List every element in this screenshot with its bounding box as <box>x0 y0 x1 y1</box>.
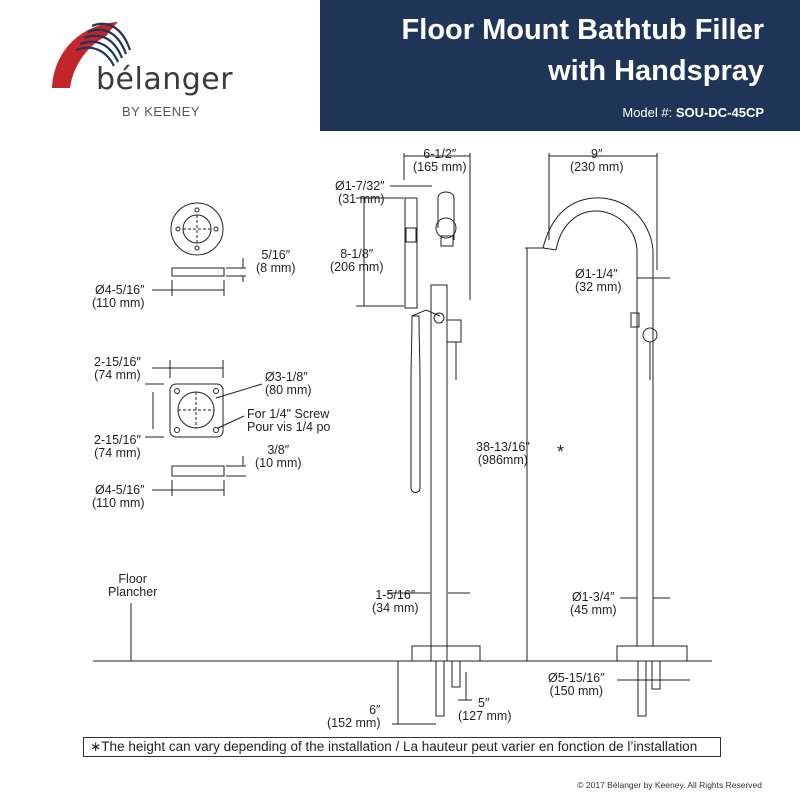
dim-inch: Ø1-1/4″ <box>575 267 618 281</box>
dim-mm: (206 mm) <box>330 260 384 274</box>
dim-mm: (32 mm) <box>575 280 622 294</box>
dim-inch: 8-1/8″ <box>340 247 374 261</box>
dim-base-diameter: Ø4-5/16″ (110 mm) <box>92 484 145 510</box>
front-elevation <box>356 153 481 725</box>
dim-inch: 6-1/2″ <box>423 147 457 161</box>
dim-mm: (31 mm) <box>338 192 385 206</box>
dim-inch: 2-15/16″ <box>94 433 141 447</box>
plate-side-view <box>152 456 246 496</box>
dim-mm: (110 mm) <box>92 296 145 310</box>
dim-plate-thickness: 3/8″ (10 mm) <box>255 444 302 470</box>
dim-inch: 5/16″ <box>261 248 291 262</box>
model-value: SOU-DC-45CP <box>675 105 764 120</box>
dim-mm: (8 mm) <box>256 261 296 275</box>
dim-inch: Ø4-5/16″ <box>94 483 145 497</box>
dim-inch: Ø3-1/8″ <box>265 370 308 384</box>
dim-flange-height: 5/16″ (8 mm) <box>256 249 296 275</box>
dim-handspray-length: 8-1/8″ (206 mm) <box>330 248 383 274</box>
dim-mm: (127 mm) <box>458 709 512 723</box>
dim-overall-height: 38-13/16" (986mm) <box>476 441 530 467</box>
dim-supply-length-5: 5″ (127 mm) <box>458 697 511 723</box>
screw-note: For 1/4" Screw Pour vis 1/4 po <box>247 408 330 434</box>
dim-inch: Ø1-3/4″ <box>571 590 615 604</box>
dim-mm: (230 mm) <box>570 160 624 174</box>
dim-inch: 2-15/16″ <box>94 355 141 369</box>
dim-inch: Ø1-7/32″ <box>335 179 385 193</box>
brand-name: bélanger <box>96 62 234 97</box>
dim-flange-diameter: Ø4-5/16″ (110 mm) <box>92 284 145 310</box>
floor-label-fr: Plancher <box>108 585 158 599</box>
floor-label-en: Floor <box>118 572 147 586</box>
dim-plate-height: 2-15/16″ (74 mm) <box>94 434 141 460</box>
title-line-1: Floor Mount Bathtub Filler <box>401 14 764 46</box>
dim-mm: (986mm) <box>477 453 528 467</box>
dim-mm: (74 mm) <box>94 368 141 382</box>
mounting-plate <box>145 360 263 438</box>
screw-note-en: For 1/4" Screw <box>247 407 330 421</box>
floor-label: Floor Plancher <box>108 573 157 599</box>
dim-hole-diameter: Ø3-1/8″ (80 mm) <box>265 371 312 397</box>
dim-overall-width: 6-1/2″ (165 mm) <box>413 148 466 174</box>
dim-inch: Ø4-5/16″ <box>94 283 145 297</box>
dim-mm: (152 mm) <box>327 716 381 730</box>
dim-supply-length-6: 6″ (152 mm) <box>327 704 380 730</box>
dim-mm: (165 mm) <box>413 160 467 174</box>
copyright: © 2017 Bélanger by Keeney. All Rights Re… <box>577 780 762 790</box>
dim-riser-diameter-front: 1-5/16″ (34 mm) <box>372 589 419 615</box>
dim-inch: Ø5-15/16″ <box>548 671 605 685</box>
dim-handspray-diameter: Ø1-7/32″ (31 mm) <box>335 180 385 206</box>
height-note: ∗The height can vary depending of the in… <box>83 737 721 757</box>
dim-mm: (110 mm) <box>92 496 145 510</box>
dim-baseplate-diameter: Ø5-15/16″ (150 mm) <box>548 672 605 698</box>
dim-mm: (10 mm) <box>255 456 302 470</box>
dim-riser-diameter-side: Ø1-3/4″ (45 mm) <box>570 591 617 617</box>
dim-inch: 38-13/16" <box>476 440 530 454</box>
dim-inch: 9″ <box>591 147 603 161</box>
dim-inch: 6″ <box>369 703 381 717</box>
dim-spout-diameter: Ø1-1/4″ (32 mm) <box>575 268 622 294</box>
dim-mm: (74 mm) <box>94 446 141 460</box>
dim-plate-width: 2-15/16″ (74 mm) <box>94 356 141 382</box>
brand-logo-mark <box>52 22 132 88</box>
model-label: Model #: <box>622 105 673 120</box>
dim-mm: (45 mm) <box>570 603 617 617</box>
dim-inch: 5″ <box>478 696 490 710</box>
dim-mm: (150 mm) <box>549 684 604 698</box>
brand-byline: BY KEENEY <box>122 104 200 119</box>
screw-note-fr: Pour vis 1/4 po <box>247 420 331 434</box>
dim-mm: (34 mm) <box>372 601 419 615</box>
flange-side-view <box>152 258 246 296</box>
dim-spout-reach: 9″ (230 mm) <box>570 148 623 174</box>
title-banner: Floor Mount Bathtub Filler with Handspra… <box>320 0 800 131</box>
model-number: Model #: SOU-DC-45CP <box>622 105 764 120</box>
side-elevation <box>525 153 690 717</box>
title-line-2: with Handspray <box>548 55 764 87</box>
height-asterisk: * <box>557 442 565 462</box>
dim-inch: 3/8″ <box>267 443 290 457</box>
flange-top-view <box>170 202 224 256</box>
dim-mm: (80 mm) <box>265 383 312 397</box>
dim-inch: 1-5/16″ <box>375 588 416 602</box>
